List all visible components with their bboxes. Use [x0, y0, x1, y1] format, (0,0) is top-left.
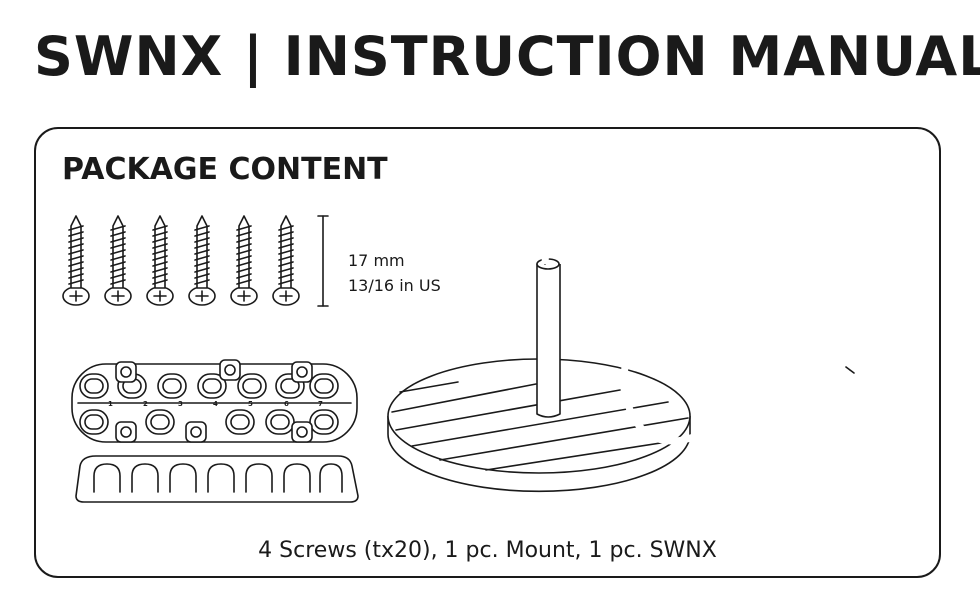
package-caption: 4 Screws (tx20), 1 pc. Mount, 1 pc. SWNX — [258, 538, 717, 563]
dimension-bracket — [317, 215, 329, 307]
page-title: SWNX | INSTRUCTION MANUAL — [34, 25, 980, 88]
screw-length-mm: 17 mm — [348, 251, 405, 270]
slot-number-1: 1 — [108, 400, 113, 408]
screw-icon — [62, 215, 300, 306]
package-content-panel — [34, 127, 941, 578]
cable-mount-icon: 1 2 3 4 5 6 7 — [71, 359, 358, 443]
cable-mount-bottom-icon — [75, 455, 359, 503]
screw-length-in: 13/16 in US — [348, 276, 441, 295]
slot-number-3: 3 — [178, 400, 183, 408]
slot-number-5: 5 — [248, 400, 253, 408]
slot-number-6: 6 — [284, 400, 289, 408]
slot-number-4: 4 — [213, 400, 218, 408]
section-heading: PACKAGE CONTENT — [62, 152, 388, 187]
slot-number-7: 7 — [318, 400, 323, 408]
slot-number-2: 2 — [143, 400, 148, 408]
swnx-stand-icon — [387, 178, 890, 493]
